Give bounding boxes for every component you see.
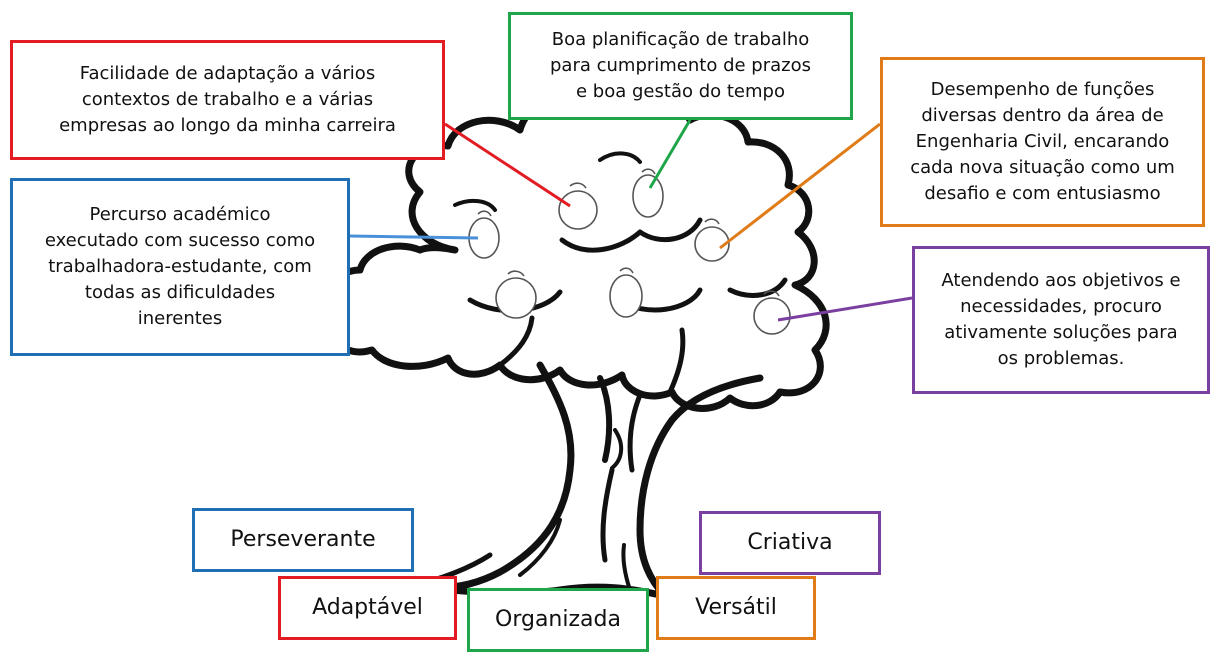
apple-icon: [694, 218, 730, 262]
connector-red: [444, 122, 571, 208]
connector-orange: [719, 122, 881, 250]
tree-icon: [325, 95, 830, 612]
callout-planning-text: Boa planificação de trabalho para cumpri…: [550, 29, 811, 102]
callout-academic: Percurso académico executado com sucesso…: [10, 178, 350, 356]
quality-versatil: Versátil: [656, 576, 816, 640]
apple-icon: [609, 267, 643, 318]
callout-planning: Boa planificação de trabalho para cumpri…: [508, 12, 853, 120]
connector-green: [648, 119, 692, 189]
quality-criativa: Criativa: [699, 511, 881, 575]
callout-objectives: Atendendo aos objetivos e necessidades, …: [912, 246, 1210, 394]
apple-icon: [753, 290, 791, 335]
quality-perseverante-label: Perseverante: [230, 527, 376, 552]
apple-icon: [495, 270, 537, 319]
apple-icon: [558, 182, 598, 230]
callout-objectives-text: Atendendo aos objetivos e necessidades, …: [941, 270, 1181, 369]
apple-icon: [632, 168, 664, 218]
callout-functions-text: Desempenho de funções diversas dentro da…: [910, 79, 1175, 204]
quality-adaptavel-label: Adaptável: [312, 595, 423, 620]
quality-perseverante: Perseverante: [192, 508, 414, 572]
quality-organizada: Organizada: [467, 588, 649, 652]
connector-purple: [777, 296, 913, 322]
quality-organizada-label: Organizada: [495, 607, 621, 632]
apples: [468, 168, 791, 335]
apple-icon: [468, 210, 500, 259]
connector-blue: [349, 234, 479, 240]
quality-criativa-label: Criativa: [747, 530, 833, 555]
callout-academic-text: Percurso académico executado com sucesso…: [44, 204, 316, 329]
callout-functions: Desempenho de funções diversas dentro da…: [880, 57, 1205, 227]
callout-adaptation-text: Facilidade de adaptação a vários context…: [59, 63, 396, 136]
callout-adaptation: Facilidade de adaptação a vários context…: [10, 40, 445, 160]
quality-adaptavel: Adaptável: [278, 576, 457, 640]
quality-versatil-label: Versátil: [695, 595, 777, 620]
